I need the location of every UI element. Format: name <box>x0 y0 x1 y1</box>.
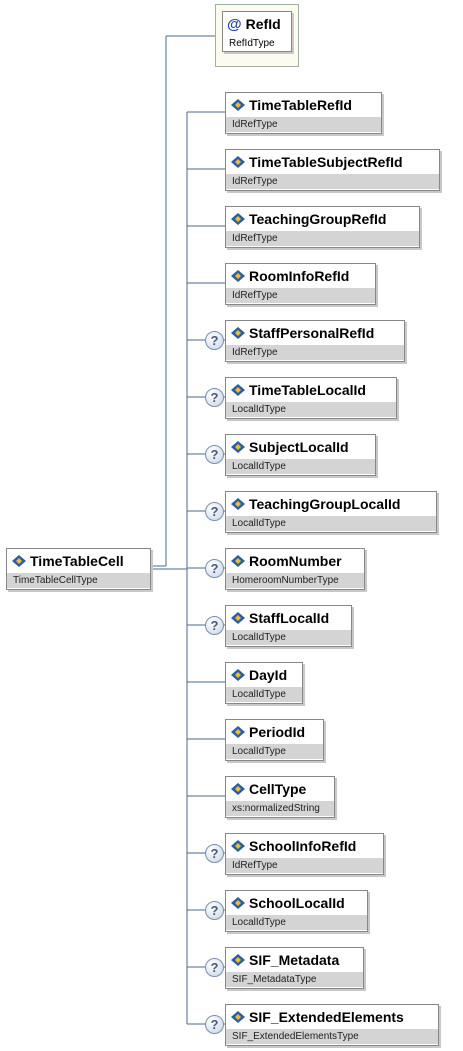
element-icon <box>231 555 245 567</box>
attribute-box[interactable]: @ RefId RefIdType <box>222 11 292 52</box>
element-icon <box>231 156 245 168</box>
element-name: SchoolInfoRefId <box>249 838 357 854</box>
root-element-box[interactable]: TimeTableCell TimeTableCellType <box>6 548 151 590</box>
attribute-icon: @ <box>227 15 242 33</box>
optional-icon: ? <box>205 958 224 977</box>
element-name: SubjectLocalId <box>249 439 349 455</box>
element-icon <box>231 954 245 966</box>
element-icon <box>231 441 245 453</box>
optional-icon: ? <box>205 502 224 521</box>
element-name: TimeTableSubjectRefId <box>249 154 403 170</box>
element-type: LocalIdType <box>226 915 367 930</box>
attribute-name: RefId <box>245 16 281 32</box>
element-name: PeriodId <box>249 724 306 740</box>
element-type: IdRefType <box>226 858 383 873</box>
element-type: LocalIdType <box>226 687 302 702</box>
element-type: LocalIdType <box>226 402 396 417</box>
element-type: SIF_MetadataType <box>226 972 363 987</box>
element-name: TimeTableLocalId <box>249 382 366 398</box>
element-type: SIF_ExtendedElementsType <box>226 1029 438 1044</box>
element-icon <box>12 555 26 567</box>
element-name: TimeTableRefId <box>249 97 352 113</box>
element-name: SIF_Metadata <box>249 952 340 968</box>
element-type: IdRefType <box>226 231 419 246</box>
element-icon <box>231 897 245 909</box>
optional-icon: ? <box>205 1015 224 1034</box>
element-icon <box>231 783 245 795</box>
element-type: HomeroomNumberType <box>226 573 364 588</box>
element-type: LocalIdType <box>226 630 351 645</box>
element-name: SchoolLocalId <box>249 895 345 911</box>
element-name: TeachingGroupRefId <box>249 211 387 227</box>
element-type: IdRefType <box>226 117 381 132</box>
element-icon <box>231 327 245 339</box>
element-name: RoomInfoRefId <box>249 268 350 284</box>
element-type: LocalIdType <box>226 459 375 474</box>
attribute-type: RefIdType <box>223 36 291 51</box>
element-icon <box>231 1011 245 1023</box>
element-name: TeachingGroupLocalId <box>249 496 401 512</box>
root-element-name: TimeTableCell <box>30 553 124 569</box>
optional-icon: ? <box>205 559 224 578</box>
element-type: IdRefType <box>226 288 375 303</box>
element-icon <box>231 498 245 510</box>
element-icon <box>231 384 245 396</box>
element-type: xs:normalizedString <box>226 801 334 816</box>
element-type: IdRefType <box>226 174 439 189</box>
element-icon <box>231 669 245 681</box>
element-icon <box>231 270 245 282</box>
element-icon <box>231 840 245 852</box>
element-box[interactable]: CellType xs:normalizedString <box>225 776 335 818</box>
root-element-type: TimeTableCellType <box>7 573 150 588</box>
element-name: CellType <box>249 781 307 797</box>
element-icon <box>231 612 245 624</box>
element-name: DayId <box>249 667 288 683</box>
element-type: LocalIdType <box>226 744 323 759</box>
element-name: StaffLocalId <box>249 610 330 626</box>
optional-icon: ? <box>205 445 224 464</box>
optional-icon: ? <box>205 616 224 635</box>
attribute-group: @ RefId RefIdType <box>215 4 299 67</box>
element-name: SIF_ExtendedElements <box>249 1009 404 1025</box>
element-icon <box>231 726 245 738</box>
element-type: IdRefType <box>226 345 404 360</box>
element-type: LocalIdType <box>226 516 436 531</box>
element-name: RoomNumber <box>249 553 342 569</box>
optional-icon: ? <box>205 901 224 920</box>
optional-icon: ? <box>205 388 224 407</box>
element-name: StaffPersonalRefId <box>249 325 375 341</box>
optional-icon: ? <box>205 331 224 350</box>
element-icon <box>231 213 245 225</box>
optional-icon: ? <box>205 844 224 863</box>
element-icon <box>231 99 245 111</box>
